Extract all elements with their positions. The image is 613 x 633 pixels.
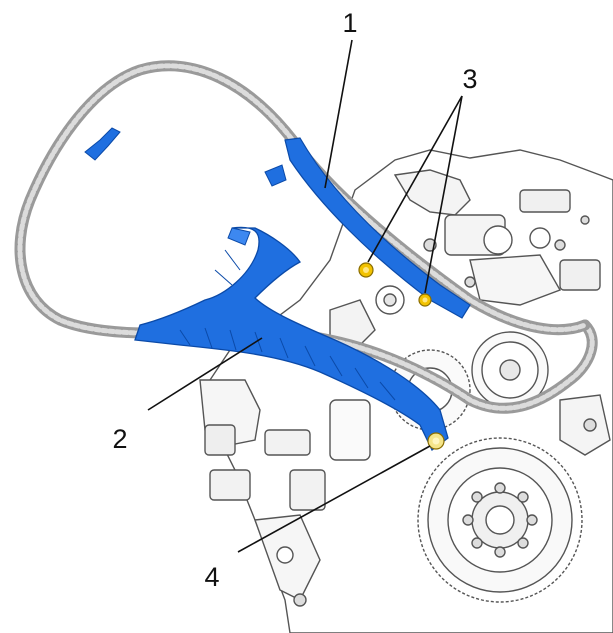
callout-4: 4 (204, 562, 219, 592)
tensioner-pivot-bolt (427, 432, 445, 450)
leader-line-4 (237, 445, 431, 553)
guide-bolt-upper-right (418, 293, 432, 307)
callout-2: 2 (112, 424, 127, 454)
leader-line-2 (147, 337, 263, 411)
upper-chain-guide (284, 137, 471, 319)
callout-1: 1 (342, 8, 357, 38)
leader-line-3b (424, 95, 463, 294)
guide-bolt-upper-left (358, 262, 374, 278)
leader-line-3a (367, 95, 463, 263)
timing-chain (14, 60, 598, 414)
upper-chain-clip (84, 127, 121, 161)
leader-line-1 (324, 39, 353, 189)
callout-3: 3 (462, 64, 477, 94)
chain-tensioner-arm (134, 226, 449, 451)
small-bracket (264, 164, 287, 187)
